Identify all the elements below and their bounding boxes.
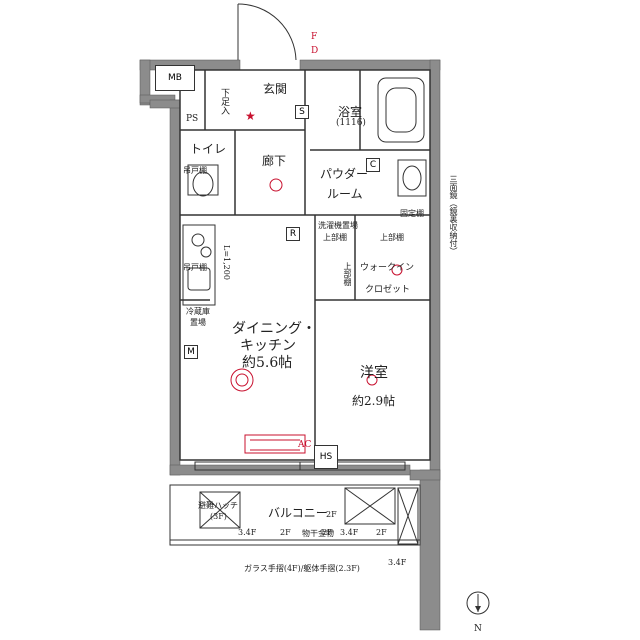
floor-note-7: 3.4F [388,558,407,567]
ps-label: PS [186,114,199,124]
balcony-label: バルコニー [268,506,328,520]
ac-label: AC [298,440,312,450]
hanging-shelf-label: 吊戸棚 [183,166,207,175]
upper-shelf-label: 上部棚 [380,233,404,242]
toilet-label: トイレ [190,142,227,156]
balcony-structure [169,484,421,546]
toilet-fixture [187,164,219,197]
c-box: C [366,158,380,172]
washer-area-label-2: 上部棚 [323,233,347,242]
bathtub [377,77,425,143]
walk-in-label-1: ウォークイン [360,263,415,273]
kitchen-counter [182,224,216,306]
washbasin [397,159,427,197]
hallway-label: 廊下 [262,154,287,168]
shoe-cabinet-label: 下足入 [219,88,229,115]
railing-note: ガラス手摺(4F)/躯体手摺(2.3F) [244,564,360,573]
powder-room-label-1: パウダー [320,167,369,181]
floor-note-2: 2F [280,528,291,537]
fridge-label-1: 冷蔵庫 [186,307,210,316]
hatch-label-2: (3F) [210,512,227,521]
western-room-label: 洋室 [360,365,388,381]
entrance-label: 玄関 [263,82,288,96]
r-box: R [286,227,300,241]
dining-kitchen-label-1: ダイニング・ [232,321,316,337]
accent-fixtures [230,178,403,454]
floor-note-1: 3.4F [238,528,257,537]
dining-kitchen-size: 約5.6帖 [242,355,293,371]
hs-box: HS [314,445,338,469]
m-box: M [184,345,198,359]
mirror-note: 三面鏡（鏡裏収納付） [449,175,458,255]
s-box: S [295,105,309,119]
north-label: N [474,624,482,634]
north-compass-icon [466,591,490,615]
hardware-label: 物干金物 [302,529,334,538]
hatch-label-1: 避難ハッチ [198,501,238,510]
western-room-size: 約2.9帖 [352,394,396,408]
meter-f-label: F [311,32,318,42]
partitions [179,69,431,461]
mb-box: MB [155,65,195,91]
fridge-label-2: 置場 [190,318,206,327]
entrance-star-icon: ★ [245,109,256,123]
washer-area-label-1: 洗濯機置場 [318,221,358,230]
windows [194,461,406,471]
entrance-door [237,3,297,61]
bath-size-label: (1116) [336,118,366,128]
bathroom-label: 浴室 [338,105,363,119]
floor-note-6: 2F [376,528,387,537]
l-dimension-label: L=1,200 [222,245,231,280]
dining-kitchen-label-2: キッチン [240,338,296,354]
powder-room-label-2: ルーム [327,187,363,201]
fixed-shelf-label: 固定棚 [400,209,424,218]
floor-note-5: 2F [322,528,333,537]
hanging-shelf-label-2: 吊戸棚 [183,263,207,272]
floor-note-3: 2F [326,510,337,519]
floor-note-4: 3.4F [340,528,359,537]
meter-d-label: D [311,46,319,56]
walk-in-label-2: クロゼット [365,285,411,295]
upper-shelf-label-2: 上部棚 [343,262,352,286]
